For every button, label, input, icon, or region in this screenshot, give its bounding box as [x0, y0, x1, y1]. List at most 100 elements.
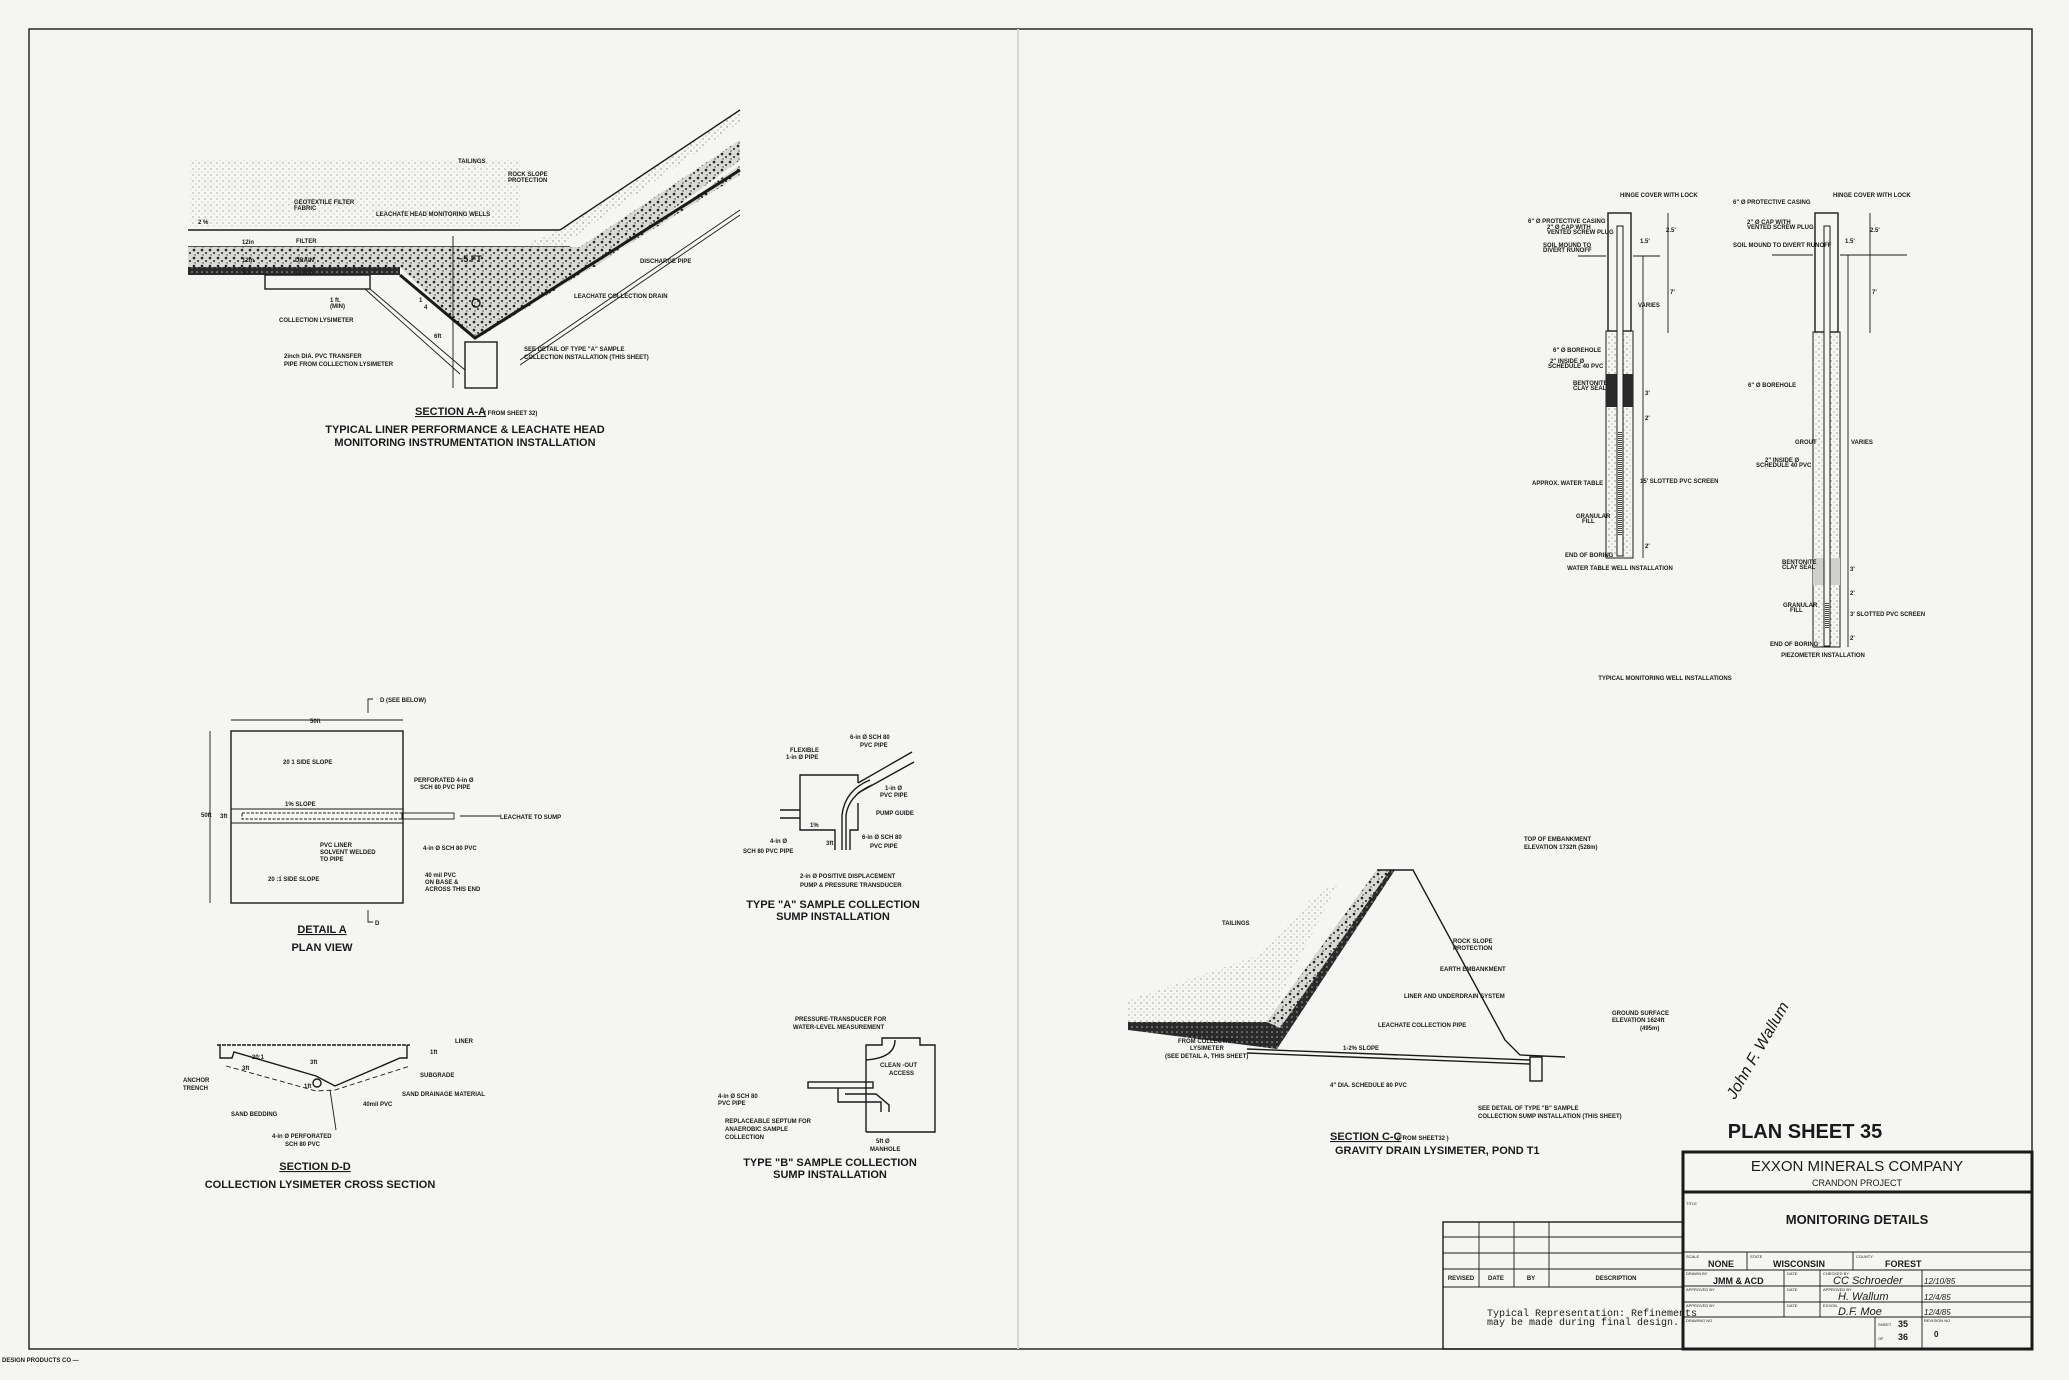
section-dd-drawing: [217, 1044, 411, 1131]
label-section-dd-subtitle: COLLECTION LYSIMETER CROSS SECTION: [205, 1179, 436, 1191]
label-type-a-in4a: 4-in Ø: [770, 839, 787, 845]
label-detail-a-weld3: TO PIPE: [320, 857, 344, 863]
label-wells-piezometer-fill2: FILL: [1790, 608, 1803, 614]
label-section-cc-liner: LINER AND UNDERDRAIN SYSTEM: [1404, 994, 1505, 1000]
signature: John F. Wallum: [1723, 999, 1793, 1103]
section-cc-labels: TOP OF EMBANKMENT ELEVATION 1732ft (528m…: [1165, 837, 1669, 1157]
label-type-a-pump2: PUMP & PRESSURE TRANSDUCER: [800, 883, 902, 889]
label-type-b-sept1: REPLACEABLE SEPTUM FOR: [725, 1119, 812, 1125]
label-title-block-project: CRANDON PROJECT: [1812, 1178, 1903, 1188]
label-wells-piezometer-d2a: 2': [1850, 591, 1855, 597]
sheet-number: 35: [1898, 1319, 1908, 1329]
label-section-cc-see2: COLLECTION SUMP INSTALLATION (THIS SHEET…: [1478, 1114, 1622, 1120]
label-section-aa-labels-ratio-top: 1: [419, 298, 423, 304]
label-type-a-guide: PUMP GUIDE: [876, 811, 914, 817]
label-wells-piezometer-pvc2: SCHEDULE 40 PVC: [1756, 463, 1812, 469]
label-detail-a-weld1: PVC LINER: [320, 843, 353, 849]
label-section-aa-labels-geo2: FABRIC: [294, 206, 317, 212]
label-type-b-press2: WATER-LEVEL MEASUREMENT: [793, 1025, 884, 1031]
label-section-cc-earth: EARTH EMBANKMENT: [1440, 967, 1506, 973]
label-section-aa-labels-see1: SEE DETAIL OF TYPE "A" SAMPLE: [524, 347, 624, 353]
label-wells-piezometer-screen: 3' SLOTTED PVC SCREEN: [1850, 612, 1925, 618]
label-section-cc-pipe: LEACHATE COLLECTION PIPE: [1378, 1023, 1466, 1029]
plan-sheet-number: PLAN SHEET 35: [1728, 1121, 1882, 1143]
label-type-b-dim: 5ft Ø: [876, 1139, 890, 1145]
label-wells-piezometer-fill1: GRANULAR: [1783, 603, 1818, 609]
detail-a-labels: D (SEE BELOW) D 50ft 50ft 3ft 20 1 SIDE …: [201, 698, 561, 954]
label-wells-piezometer-d15: 1.5': [1845, 239, 1855, 245]
label-title-block-revision-label: REVISION NO: [1924, 1318, 1950, 1323]
label-wells-water-table-pvc2: SCHEDULE 40 PVC: [1548, 364, 1604, 370]
label-type-b-sept3: COLLECTION: [725, 1135, 764, 1141]
revision-table: REVISED DATE BY DESCRIPTION Typical Repr…: [1442, 1221, 1697, 1350]
label-title-block-approved-label: APPROVED BY: [1686, 1287, 1715, 1292]
label-wells-water-table-borehole: 6" Ø BOREHOLE: [1553, 348, 1601, 354]
label-type-a-pvc2: PVC PIPE: [880, 793, 908, 799]
label-wells-piezometer-varies: VARIES: [1851, 440, 1873, 446]
label-wells-piezometer-cap1: 2" Ø CAP WITH: [1747, 220, 1791, 226]
label-wells-piezometer-d7: 7': [1872, 290, 1877, 296]
label-wells-piezometer-bent1: BENTONITE: [1782, 560, 1817, 566]
label-section-aa-labels-filter-th: 12in: [242, 240, 254, 246]
label-section-cc-see1: SEE DETAIL OF TYPE "B" SAMPLE: [1478, 1106, 1578, 1112]
label-section-aa-labels-min1: 1 ft.: [330, 298, 341, 304]
label-detail-a-subtitle: PLAN VIEW: [291, 942, 353, 954]
label-wells-water-table-hinge: HINGE COVER WITH LOCK: [1620, 193, 1698, 199]
label-revisions-headers-0: REVISED: [1448, 1276, 1475, 1282]
label-title-block-date-label: DATE: [1787, 1303, 1798, 1308]
section-aa-labels: TAILINGS ROCK SLOPE PROTECTION GEOTEXTIL…: [198, 159, 691, 449]
label-section-cc-slope: 1-2% SLOPE: [1343, 1046, 1379, 1052]
label-wells-piezometer-cap2: VENTED SCREW PLUG: [1747, 225, 1814, 231]
label-type-b-pipe1: 4-in Ø SCH 80: [718, 1094, 758, 1100]
label-title-block-date-exxon: 12/4/85: [1924, 1308, 1951, 1317]
label-wells-water-table-end: END OF BORING: [1565, 553, 1614, 559]
label-type-a-in4b: SCH 80 PVC PIPE: [743, 849, 793, 855]
label-title-block-drawn-label: DRAWN BY: [1686, 1271, 1708, 1276]
label-section-cc-top2: ELEVATION 1732ft (528m): [1524, 845, 1597, 851]
label-type-b-pipe2: PVC PIPE: [718, 1101, 746, 1107]
label-section-dd-anchor2: TRENCH: [183, 1086, 208, 1092]
label-detail-a-weld2: SOLVENT WELDED: [320, 850, 376, 856]
label-detail-a-section-ref: D (SEE BELOW): [380, 698, 426, 704]
sheet-border: [28, 28, 2033, 1350]
label-title-block-date-label: DATE: [1787, 1287, 1798, 1292]
label-detail-a-section-ref2: D: [375, 921, 380, 927]
label-section-aa-labels-rock2: PROTECTION: [508, 178, 547, 184]
label-type-a-dim: 3ft: [826, 841, 833, 847]
label-title-block-sig-exxon: D.F. Moe: [1838, 1306, 1882, 1318]
section-dd-labels: LINER 1ft 20:1 3ft 3ft 1ft ANCHOR TRENCH…: [183, 1039, 485, 1191]
label-section-dd-sand-drain: SAND DRAINAGE MATERIAL: [402, 1092, 485, 1098]
label-wells-water-table-d2a: 2': [1645, 416, 1650, 422]
label-section-aa-labels-wells: LEACHATE HEAD MONITORING WELLS: [376, 212, 490, 218]
label-section-aa-labels-tailings: TAILINGS: [458, 159, 486, 165]
label-title-block-sheet-label: SHEET: [1878, 1322, 1892, 1327]
label-type-a-title2: SUMP INSTALLATION: [776, 911, 890, 923]
label-title-block-sig-approved: H. Wallum: [1838, 1291, 1889, 1303]
label-wells-water-table-d3: 3': [1645, 391, 1650, 397]
label-section-aa-labels-min2: (MIN): [330, 304, 345, 310]
label-type-a-pipe6d: PVC PIPE: [870, 844, 898, 850]
label-wells-water-table-bent1: BENTONITE: [1573, 381, 1608, 387]
label-title-block-scale: NONE: [1708, 1259, 1734, 1269]
water-table-well-drawing: [1578, 212, 1669, 559]
water-table-well-title: WATER TABLE WELL INSTALLATION: [1567, 566, 1673, 572]
label-wells-water-table-d2b: 2': [1645, 544, 1650, 550]
label-section-aa-labels-liner-th: 6in: [242, 270, 251, 276]
label-title-block-drawn: JMM & ACD: [1713, 1276, 1764, 1286]
type-a-title: TYPE "A" SAMPLE COLLECTION: [746, 899, 920, 911]
label-detail-a-slope: 1% SLOPE: [285, 802, 316, 808]
label-revisions-headers-3: DESCRIPTION: [1595, 1276, 1636, 1282]
label-detail-a-perf1: PERFORATED 4-in Ø: [414, 778, 474, 784]
label-detail-a-side-top: 20 1 SIDE SLOPE: [283, 760, 332, 766]
label-section-aa-labels-discharge: DISCHARGE PIPE: [640, 259, 691, 265]
type-b-sump-labels: PRESSURE-TRANSDUCER FOR WATER-LEVEL MEAS…: [718, 1017, 917, 1181]
section-aa-title: SECTION A-A: [415, 406, 486, 418]
label-section-cc-from2: LYSIMETER: [1190, 1046, 1224, 1052]
label-section-dd-three-ft-b: 3ft: [310, 1060, 317, 1066]
label-title-block-state: WISCONSIN: [1773, 1259, 1825, 1269]
drawing-title: MONITORING DETAILS: [1786, 1212, 1929, 1227]
label-wells-piezometer-casing: 6" Ø PROTECTIVE CASING: [1733, 200, 1811, 206]
label-section-dd-ratio: 20:1: [252, 1055, 265, 1061]
label-section-dd-subgrade: SUBGRADE: [420, 1073, 454, 1079]
label-wells-water-table-fill2: FILL: [1582, 519, 1595, 525]
